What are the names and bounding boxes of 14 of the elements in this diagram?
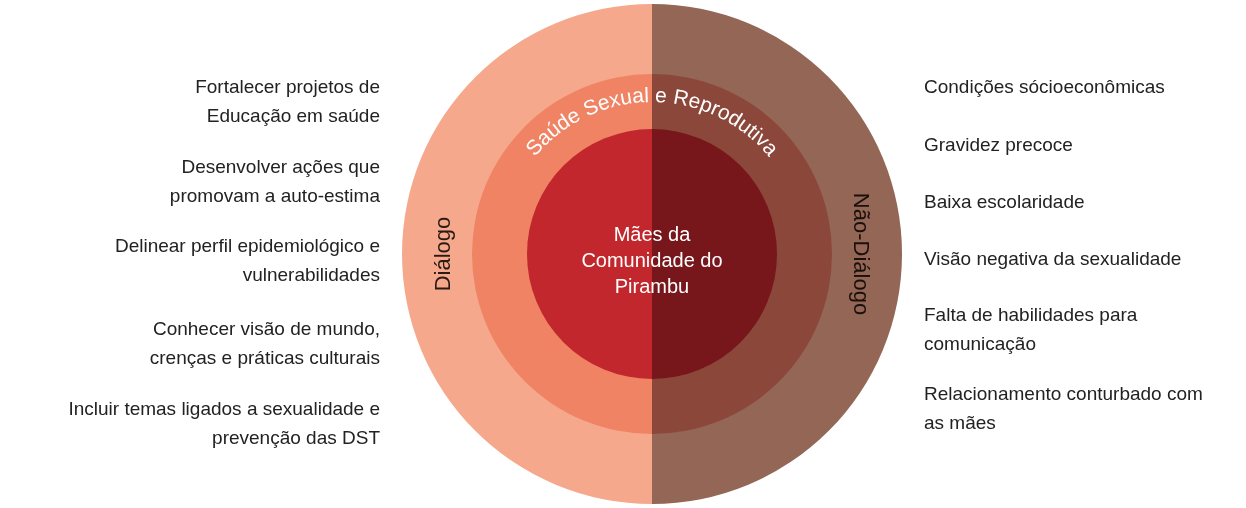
list-item: Falta de habilidades para comunicação — [924, 303, 1139, 356]
list-item: Fortalecer projetos de Educação em saúde — [194, 75, 380, 128]
ring-label: Diálogo — [429, 216, 455, 292]
list-item: Gravidez precoce — [924, 133, 1074, 157]
list-item: Relacionamento conturbado com as mães — [924, 382, 1204, 435]
list-item: Conhecer visão de mundo, crenças e práticas culturais — [148, 317, 380, 370]
list-item: Visão negativa da sexualidade — [924, 247, 1183, 271]
list-item: Delinear perfil epidemiológico e vulnerabilidades — [113, 234, 380, 287]
list-item: Condições sócioeconômicas — [924, 75, 1166, 99]
list-item: Desenvolver ações que promovam a auto-estima — [168, 155, 380, 208]
ring-label: Não-Diálogo — [849, 192, 875, 316]
list-item: Baixa escolaridade — [924, 190, 1086, 214]
center-label: Mães da Comunidade do Pirambu — [580, 222, 724, 299]
list-item: Incluir temas ligados a sexualidade e prevenção das DST — [67, 397, 380, 450]
